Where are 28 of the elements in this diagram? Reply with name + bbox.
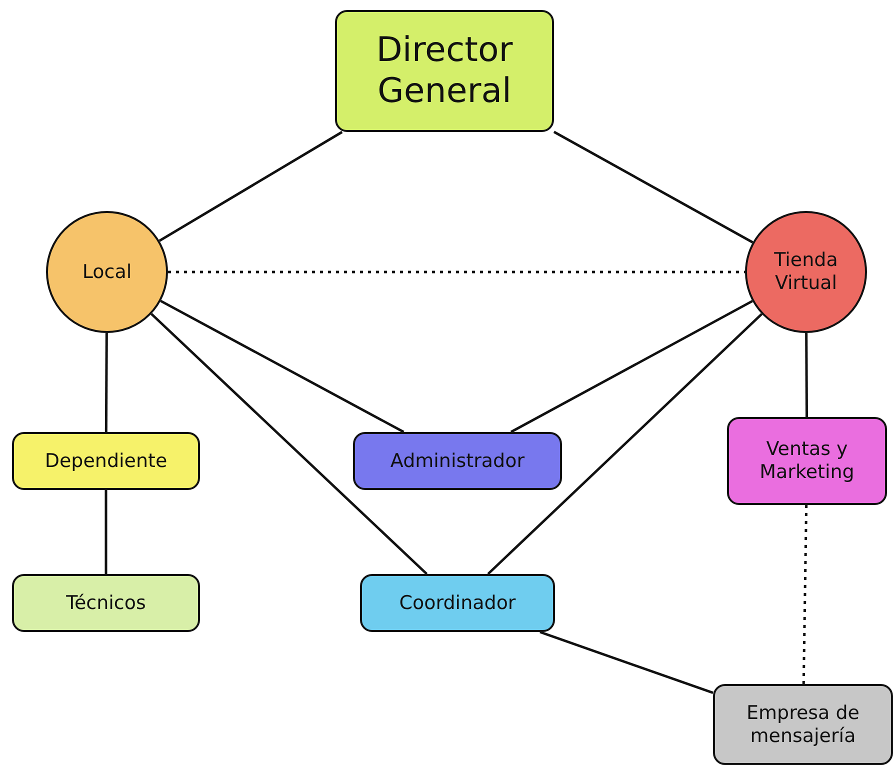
node-label: Técnicos	[66, 592, 146, 614]
node-label: Tienda Virtual	[773, 249, 839, 295]
title-box	[335, 10, 554, 132]
node-label: Ventas y Marketing	[758, 438, 856, 484]
connector-line	[160, 300, 404, 434]
connector-line	[104, 490, 108, 574]
node-label: Empresa de mensajería	[746, 702, 860, 748]
connector-line	[540, 630, 714, 694]
role-box	[713, 684, 893, 765]
dotted-connector	[802, 504, 808, 684]
role-box	[727, 417, 887, 505]
role-box	[12, 574, 200, 632]
connector-line	[104, 333, 108, 432]
connector-line	[487, 313, 763, 575]
node-label: Administrador	[390, 450, 525, 472]
connector-line	[510, 300, 753, 434]
role-box	[12, 432, 200, 490]
role-box	[360, 574, 555, 632]
connector-line	[553, 130, 754, 244]
node-label: Dependiente	[44, 450, 168, 472]
node-label: Coordinador	[399, 592, 516, 614]
connector-line	[150, 312, 428, 575]
connector-line	[805, 333, 808, 417]
connector-line	[158, 130, 343, 242]
node-label: Director General	[375, 30, 514, 112]
dotted-connector	[168, 270, 745, 274]
role-box	[353, 432, 562, 490]
node-label: Local	[82, 260, 132, 284]
